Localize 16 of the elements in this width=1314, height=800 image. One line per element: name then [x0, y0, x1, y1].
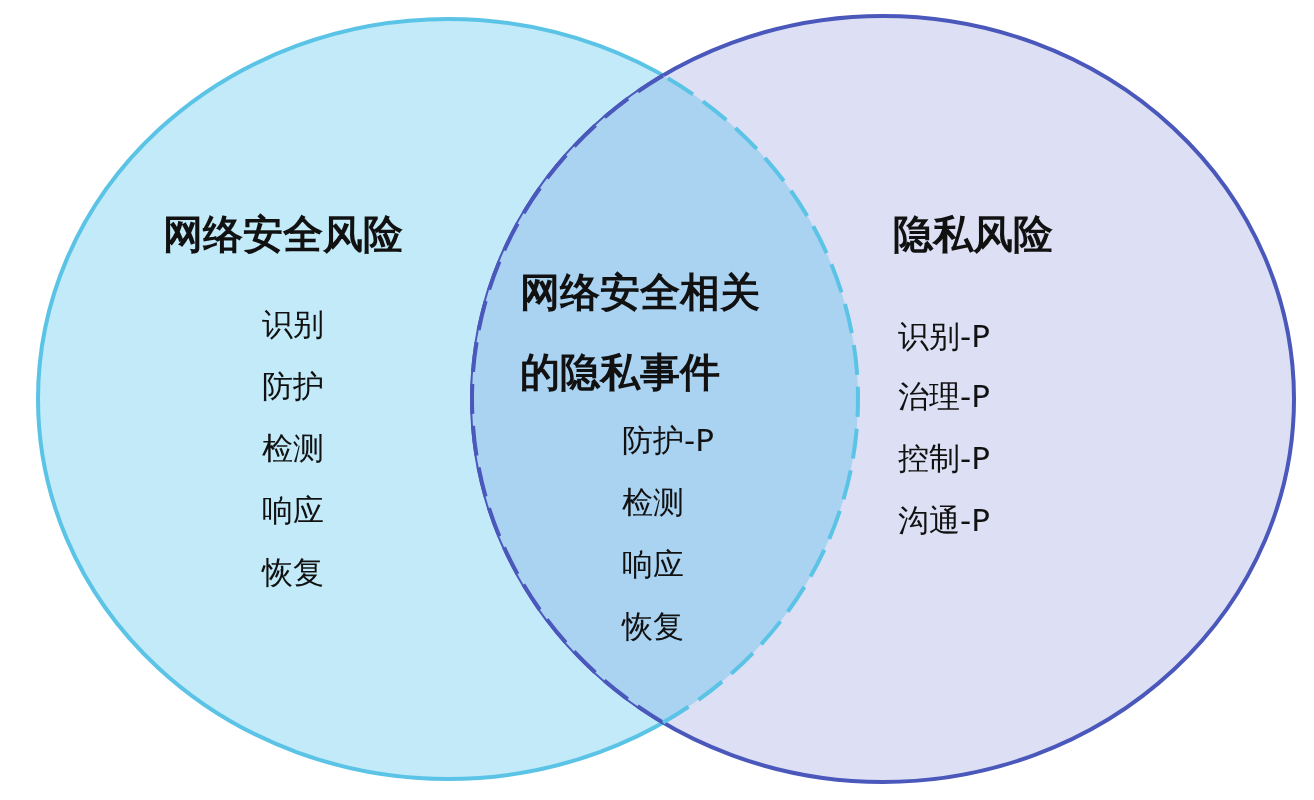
list-item: 防护 [262, 368, 324, 406]
list-item: 治理-P [898, 378, 990, 416]
list-item: 检测 [622, 484, 684, 522]
list-item: 沟通-P [898, 502, 990, 540]
list-item: 控制-P [898, 440, 990, 478]
list-item: 响应 [262, 492, 324, 530]
list-item: 响应 [622, 546, 684, 584]
list-item: 识别 [262, 306, 324, 344]
list-item: 恢复 [262, 554, 324, 592]
list-item: 识别-P [898, 318, 990, 356]
list-item: 恢复 [622, 608, 684, 646]
list-item: 防护-P [622, 422, 714, 460]
list-item: 检测 [262, 430, 324, 468]
region-title: 网络安全相关的隐私事件 [520, 268, 761, 397]
region-title: 网络安全风险 [163, 210, 403, 258]
region-title: 隐私风险 [893, 210, 1053, 258]
